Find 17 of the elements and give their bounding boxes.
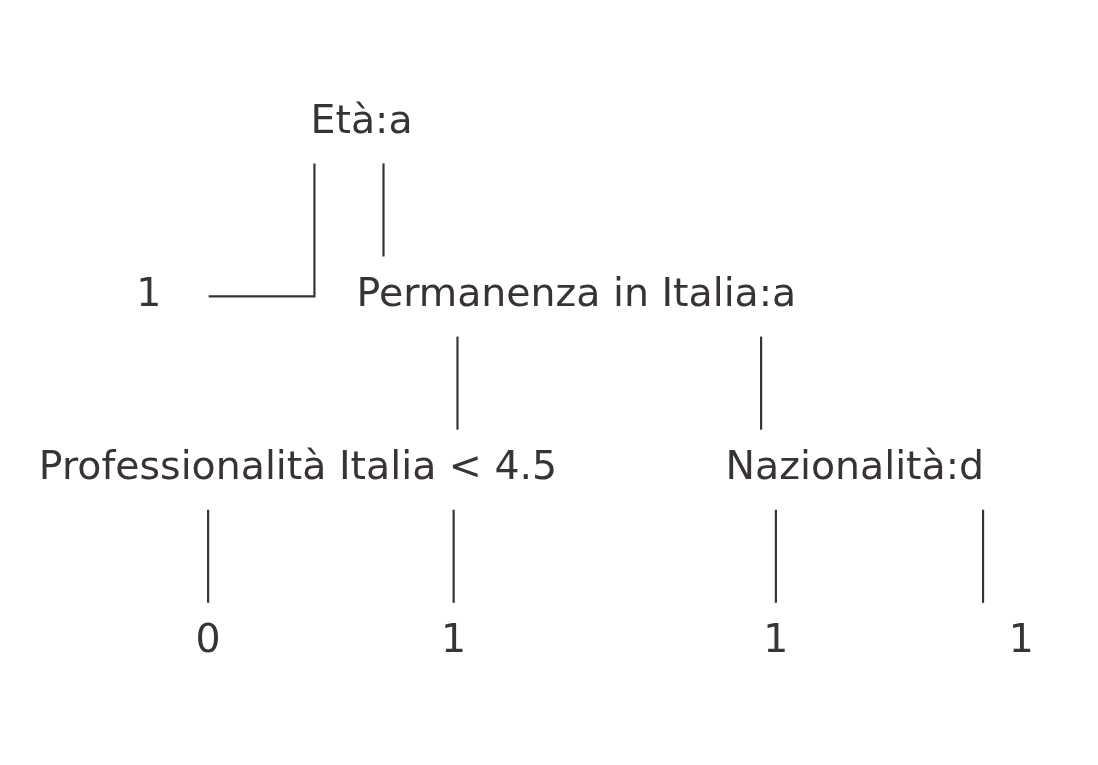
node-text: Professionalità Italia < 4.5 bbox=[38, 441, 558, 488]
connector bbox=[208, 162, 316, 297]
node-text: 1 bbox=[1008, 614, 1034, 661]
node-text: 1 bbox=[763, 614, 789, 661]
node-text: 1 bbox=[136, 268, 162, 315]
node-text: Permanenza in Italia:a bbox=[356, 268, 797, 315]
connector bbox=[382, 162, 385, 256]
node-text: 0 bbox=[195, 614, 221, 661]
connector bbox=[456, 336, 459, 430]
node-text: Età:a bbox=[310, 95, 413, 142]
node-text: 1 bbox=[441, 614, 467, 661]
connector bbox=[774, 509, 777, 603]
connector bbox=[452, 509, 455, 603]
connector bbox=[760, 336, 763, 430]
node-text: Nazionalità:d bbox=[725, 441, 985, 488]
connector bbox=[207, 509, 210, 603]
connector bbox=[981, 509, 985, 603]
